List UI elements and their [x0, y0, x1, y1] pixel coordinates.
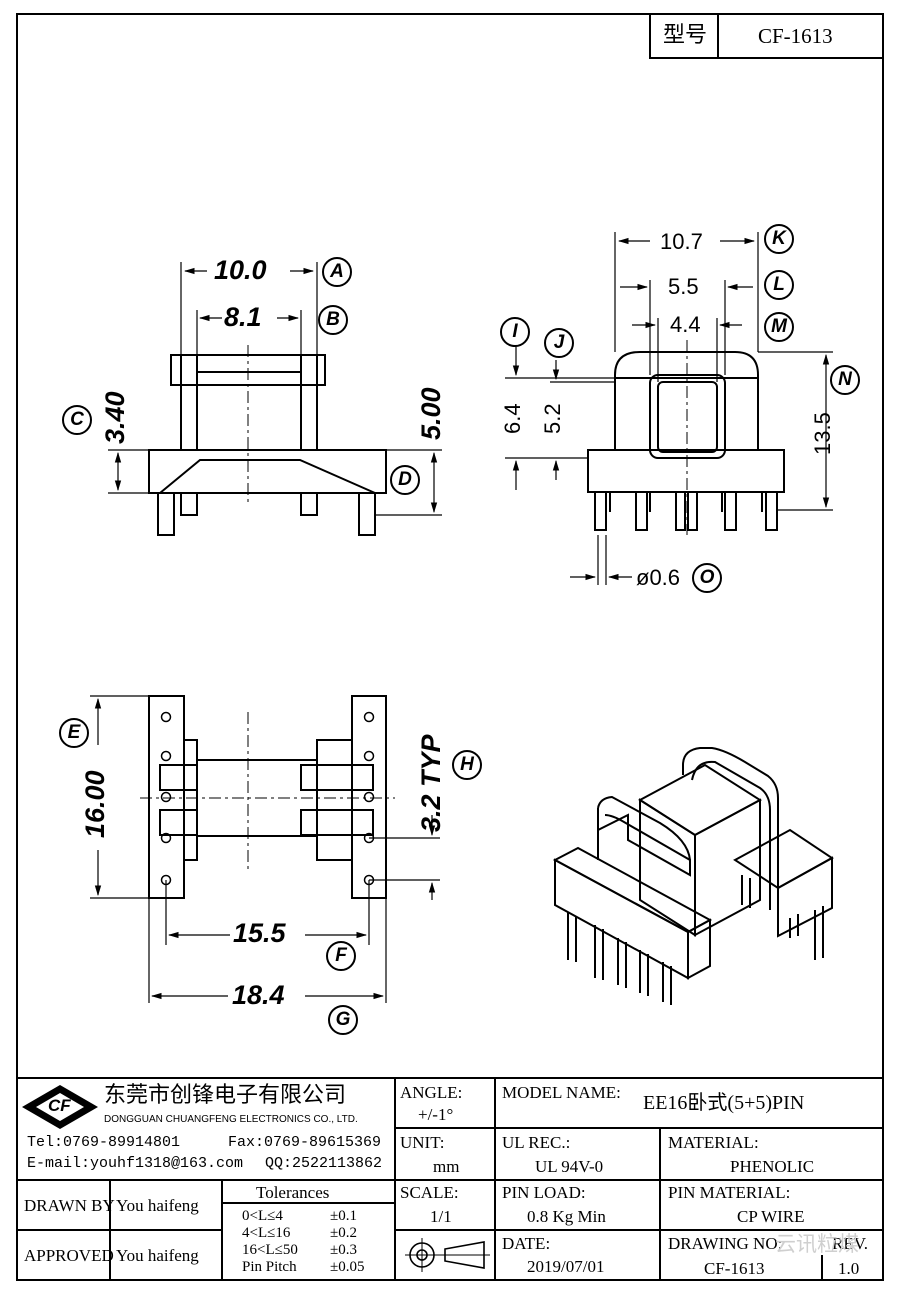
- drawing-no-label: DRAWING NO:: [668, 1234, 783, 1253]
- watermark: 云讯粒煤: [775, 1232, 859, 1256]
- company-qq: QQ:2522113862: [265, 1155, 383, 1172]
- callout-g: G: [328, 1005, 358, 1035]
- company-tel: Tel:0769-89914801: [27, 1134, 181, 1151]
- model-number: CF-1613: [758, 24, 833, 48]
- tolerance-range-1: 0<L≤4: [242, 1208, 283, 1224]
- model-name-value: EE16卧式(5+5)PIN: [643, 1092, 805, 1114]
- dim-bottom-length: 16.00: [80, 770, 110, 838]
- callout-b: B: [318, 305, 348, 335]
- dim-pin-diameter: ø0.6: [636, 565, 681, 590]
- rev-label: REV.: [832, 1234, 869, 1253]
- tolerance-value-3: ±0.3: [330, 1242, 357, 1258]
- drawn-by-label: DRAWN BY: [24, 1196, 115, 1215]
- callout-h: H: [452, 750, 482, 780]
- callout-f: F: [326, 941, 356, 971]
- unit-label: UNIT:: [400, 1133, 445, 1152]
- pin-load-value: 0.8 Kg Min: [527, 1207, 606, 1226]
- callout-e: E: [59, 718, 89, 748]
- dim-front-total-height: 13.5: [810, 412, 835, 455]
- tolerance-range-4: Pin Pitch: [242, 1259, 297, 1275]
- company-fax: Fax:0769-89615369: [228, 1134, 382, 1151]
- callout-n: N: [830, 365, 860, 395]
- callout-j: J: [544, 328, 574, 358]
- tolerance-range-2: 4<L≤16: [242, 1225, 291, 1241]
- dim-front-height-outer: 6.4: [500, 403, 525, 434]
- material-label: MATERIAL:: [668, 1133, 759, 1152]
- drawn-by-value: You haifeng: [116, 1196, 199, 1215]
- approved-value: You haifeng: [116, 1246, 199, 1265]
- pin-material-value: CP WIRE: [737, 1207, 805, 1226]
- drawing-no-value: CF-1613: [704, 1259, 765, 1278]
- logo-text: CF: [48, 1096, 71, 1115]
- callout-o: O: [692, 563, 722, 593]
- callout-c: C: [62, 405, 92, 435]
- callout-i: I: [500, 317, 530, 347]
- material-value: PHENOLIC: [730, 1157, 815, 1176]
- angle-value: +/-1°: [418, 1105, 454, 1124]
- tolerance-value-1: ±0.1: [330, 1208, 357, 1224]
- side-view: [148, 345, 387, 536]
- tolerance-value-4: ±0.05: [330, 1259, 365, 1275]
- model-label: 型号: [663, 23, 708, 48]
- company-email: E-mail:youhf1318@163.com: [27, 1155, 244, 1172]
- company-name-en: DONGGUAN CHUANGFENG ELECTRONICS CO., LTD…: [104, 1114, 358, 1125]
- tolerance-range-3: 16<L≤50: [242, 1242, 298, 1258]
- callout-a: A: [322, 257, 352, 287]
- bottom-view: [140, 695, 395, 899]
- callout-l: L: [764, 270, 794, 300]
- dim-side-inner-width: 8.1: [224, 302, 262, 332]
- date-value: 2019/07/01: [527, 1257, 605, 1276]
- dim-front-height-inner: 5.2: [540, 403, 565, 434]
- dim-bottom-pin-span: 15.5: [233, 918, 286, 948]
- tolerances-title: Tolerances: [256, 1183, 330, 1202]
- scale-value: 1/1: [430, 1207, 452, 1226]
- ul-value: UL 94V-0: [535, 1157, 604, 1176]
- dim-side-total-height: 5.00: [416, 387, 446, 440]
- rev-value: 1.0: [838, 1259, 860, 1278]
- isometric-view: [552, 747, 834, 1005]
- model-name-label: MODEL NAME:: [502, 1083, 621, 1102]
- company-logo: [22, 1085, 98, 1129]
- callout-m: M: [764, 312, 794, 342]
- drawing-border: [16, 13, 884, 1281]
- projection-symbol-icon: [405, 1238, 490, 1272]
- ul-label: UL REC.:: [502, 1133, 571, 1152]
- dim-front-mid-width: 5.5: [668, 274, 699, 299]
- model-box: [649, 13, 884, 59]
- dim-pin-pitch: 3.2 TYP: [416, 734, 446, 832]
- company-name-cn: 东莞市创锋电子有限公司: [104, 1083, 347, 1108]
- dim-front-overall-width: 10.7: [660, 229, 703, 254]
- pin-material-label: PIN MATERIAL:: [668, 1183, 791, 1202]
- pin-load-label: PIN LOAD:: [502, 1183, 586, 1202]
- dim-bottom-overall-width: 18.4: [232, 980, 285, 1010]
- callout-k: K: [764, 224, 794, 254]
- scale-label: SCALE:: [400, 1183, 459, 1202]
- dim-front-core-width: 4.4: [670, 312, 701, 337]
- dim-side-flange-height: 3.40: [100, 391, 130, 444]
- callout-d: D: [390, 465, 420, 495]
- title-block-grid: [17, 1077, 883, 1280]
- front-view: [587, 340, 785, 535]
- dim-side-top-width: 10.0: [214, 255, 267, 285]
- approved-label: APPROVED: [24, 1246, 114, 1265]
- angle-label: ANGLE:: [400, 1083, 463, 1102]
- unit-value: mm: [433, 1157, 460, 1176]
- tolerance-value-2: ±0.2: [330, 1225, 357, 1241]
- date-label: DATE:: [502, 1234, 551, 1253]
